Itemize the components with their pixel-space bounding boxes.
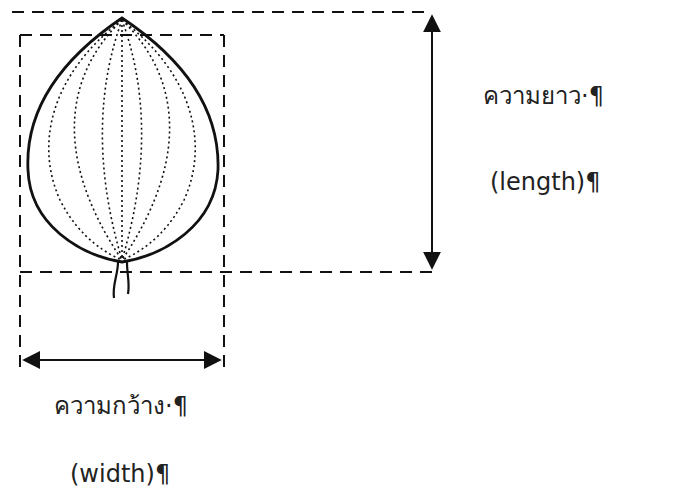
vein — [74, 20, 122, 260]
vein — [121, 20, 123, 260]
right-guide — [223, 35, 225, 372]
leaf — [28, 18, 218, 298]
dimension-label: ความยาว·¶ — [483, 82, 604, 111]
vein — [122, 20, 170, 260]
dimension-label: (width)¶ — [70, 460, 170, 489]
vein — [122, 20, 142, 260]
leaf-outline — [28, 18, 218, 262]
length-arrow — [431, 16, 433, 268]
dimension-label: ความกว้าง·¶ — [54, 392, 188, 421]
top-guide — [12, 11, 430, 13]
width-arrow — [24, 359, 220, 361]
dashed-guides — [12, 12, 432, 372]
leaf-veins — [49, 20, 195, 260]
left-guide — [19, 35, 21, 372]
bottom-guide — [20, 271, 432, 273]
dimension-label: (length)¶ — [490, 168, 601, 197]
vein — [102, 20, 122, 260]
petiole — [127, 262, 129, 294]
vein — [49, 20, 122, 260]
vein — [122, 20, 195, 260]
petiole — [114, 262, 118, 298]
